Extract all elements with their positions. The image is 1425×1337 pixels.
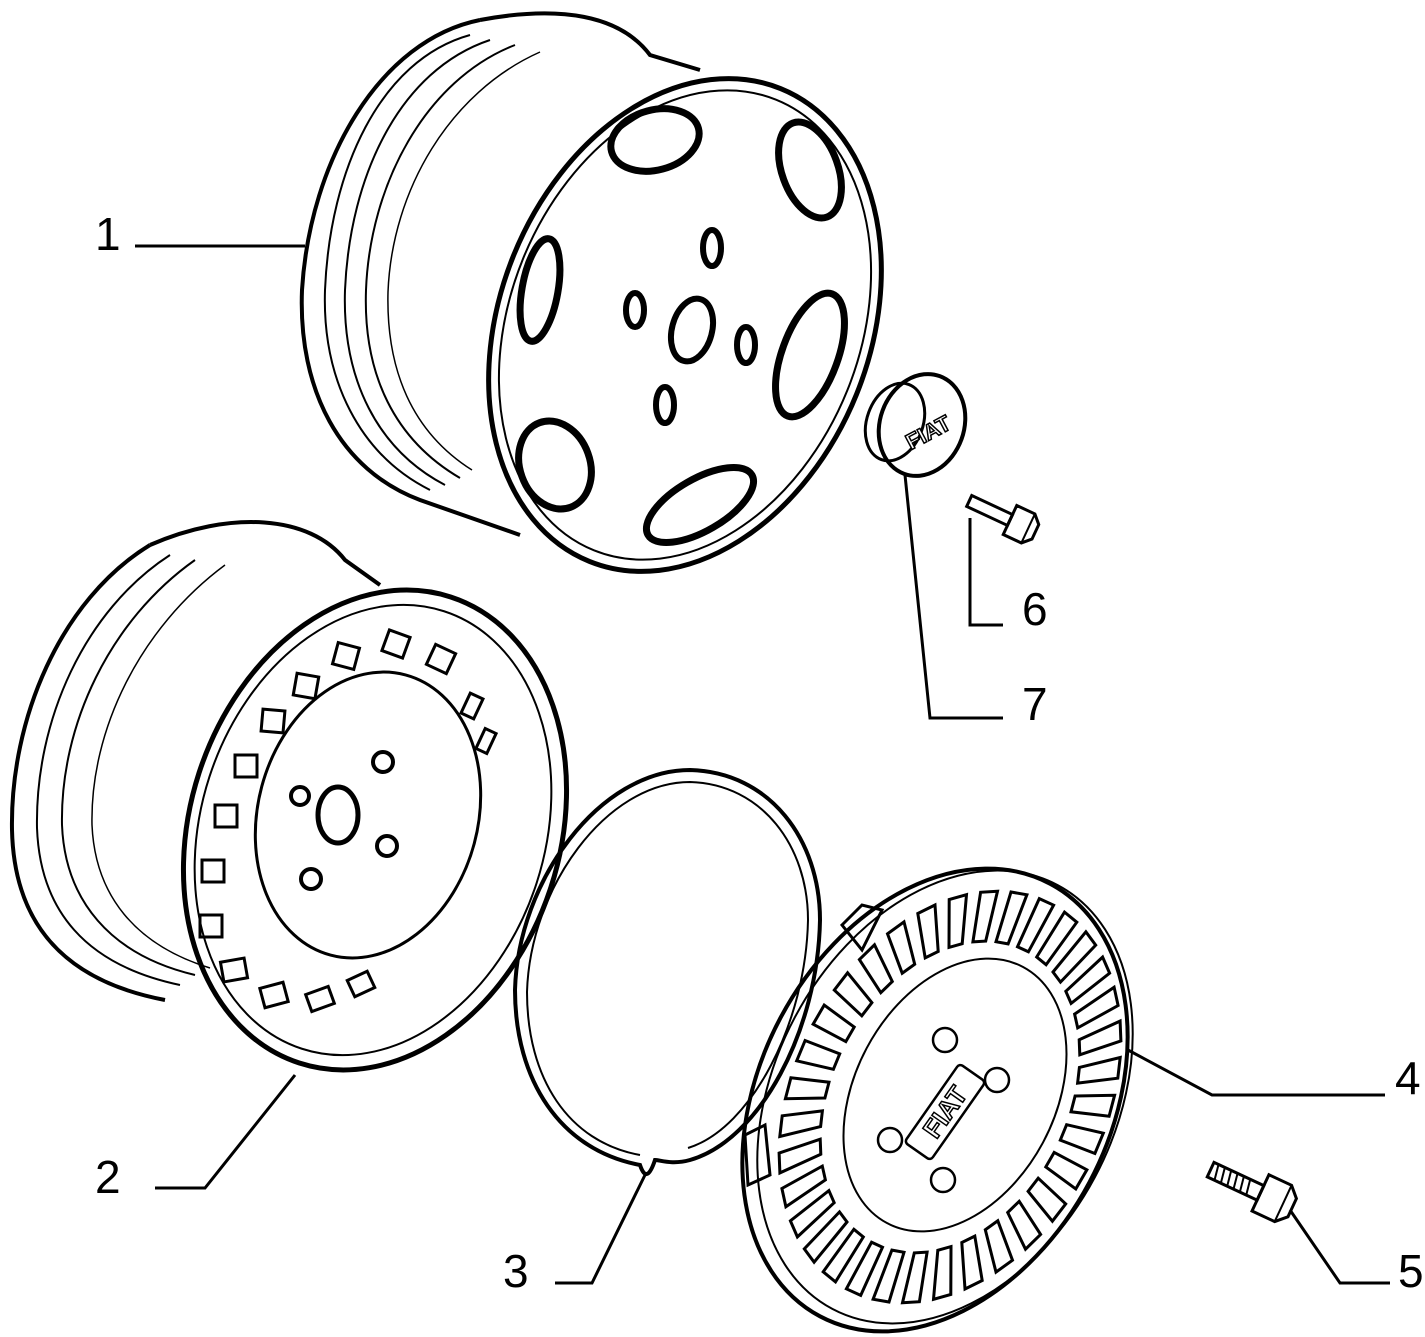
steel-wheel xyxy=(9,520,570,1073)
steel-wheel-rim-inner xyxy=(193,603,553,1057)
wheel-trim-edge xyxy=(756,869,1134,1325)
wheel-trim-vent xyxy=(802,1209,849,1265)
wheel-trim-vent xyxy=(1072,984,1120,1031)
bolt xyxy=(964,493,1041,545)
wheel-trim-vent xyxy=(780,1163,828,1210)
steel-wheel-barrel-top xyxy=(149,520,382,587)
wheel-trim-vent xyxy=(871,1248,906,1304)
retaining-ring-outer xyxy=(512,767,823,1176)
leader-4 xyxy=(1127,1048,1385,1097)
wheel-trim-logo-plate xyxy=(904,1063,986,1161)
callouts: 1 2 3 4 5 6 7 xyxy=(95,208,1424,1297)
wheel-trim-vent xyxy=(1005,1198,1043,1252)
bolt-shank xyxy=(964,493,1015,528)
leader-6 xyxy=(968,518,1003,627)
wheel-trim-vent xyxy=(983,1218,1015,1275)
wheel-trim-vent xyxy=(857,942,895,996)
wheel-trim-holes xyxy=(876,1026,1011,1194)
wheel-trim-vent xyxy=(832,970,874,1019)
alloy-wheel-barrel-line xyxy=(387,51,541,471)
steel-wheel-lug-holes xyxy=(289,750,399,891)
wheel-trim-vent xyxy=(777,1137,823,1176)
alloy-wheel-bolt-holes xyxy=(623,227,758,426)
callout-5: 5 xyxy=(1398,1245,1424,1297)
wheel-trim-vent xyxy=(1043,1150,1089,1192)
steel-wheel-barrel-line xyxy=(35,554,181,986)
steel-wheel-disc xyxy=(253,670,483,960)
alloy-wheel xyxy=(299,11,884,574)
wheel-trim-outer xyxy=(740,866,1130,1334)
wheel-trim-vent xyxy=(994,890,1029,946)
retaining-ring xyxy=(512,767,823,1176)
alloy-wheel-windows xyxy=(515,105,848,547)
alloy-wheel-back-rim xyxy=(299,18,521,537)
wheel-trim-vent xyxy=(1026,1175,1068,1224)
callout-6: 6 xyxy=(1022,583,1048,635)
wheel-trim-vent xyxy=(916,902,940,961)
alloy-wheel-barrel-line xyxy=(364,44,516,479)
leader-2 xyxy=(155,1074,297,1190)
wheel-trim-vent xyxy=(1069,1093,1117,1118)
leader-lines xyxy=(135,244,1390,1285)
steel-wheel-center-bore xyxy=(315,784,361,846)
wheel-trim-vent xyxy=(931,1244,953,1302)
wheel-trim-vents xyxy=(777,889,1123,1305)
wheel-trim-vent xyxy=(900,1250,929,1305)
wheel-trim-vent xyxy=(844,1240,885,1298)
wheel-bolt xyxy=(1205,1160,1299,1224)
steel-wheel-barrel-line xyxy=(60,559,196,976)
leader-3 xyxy=(555,1174,647,1285)
wheel-bolt-head xyxy=(1250,1172,1299,1224)
callout-4: 4 xyxy=(1395,1052,1421,1104)
wheel-trim-vent xyxy=(788,1188,837,1240)
alloy-wheel-center-bore xyxy=(667,295,717,365)
callout-2: 2 xyxy=(95,1151,121,1203)
wheel-trim-vent xyxy=(1077,1018,1123,1057)
wheel-trim: FIAT xyxy=(740,866,1134,1334)
leader-5 xyxy=(1288,1209,1390,1285)
wheel-trim-vent xyxy=(794,1038,842,1072)
steel-wheel-back-rim xyxy=(9,543,166,1002)
center-cap: FIAT xyxy=(863,372,968,478)
wheel-trim-clip xyxy=(839,903,885,953)
wheel-trim-vent xyxy=(885,919,917,976)
wheel-trim-vent xyxy=(821,1227,866,1285)
wheel-trim-vent xyxy=(971,889,1000,944)
retaining-ring-inner xyxy=(525,780,810,1156)
wheel-trim-vent xyxy=(783,1076,831,1101)
wheel-trim-clip xyxy=(743,1122,772,1188)
steel-wheel-barrel-line xyxy=(91,564,226,969)
callout-3: 3 xyxy=(503,1245,529,1297)
wheel-trim-vent xyxy=(778,1109,825,1139)
wheel-trim-vent xyxy=(1075,1055,1122,1085)
alloy-wheel-barrel-line xyxy=(323,34,471,491)
center-cap-base xyxy=(863,381,927,463)
leader-7 xyxy=(903,474,1003,720)
wheel-trim-vent xyxy=(1051,929,1098,985)
wheel-bolt-threads xyxy=(1213,1164,1252,1196)
alloy-wheel-barrel-line xyxy=(343,39,491,486)
center-cap-logo: FIAT xyxy=(902,410,956,455)
bolt-head xyxy=(1001,503,1041,545)
wheel-trim-vent xyxy=(1034,909,1079,967)
alloy-wheel-barrel-top xyxy=(479,11,701,72)
center-cap-face xyxy=(876,372,968,478)
alloy-wheel-rim-inner xyxy=(497,89,873,561)
steel-wheel-slots xyxy=(198,627,499,1014)
callout-1: 1 xyxy=(95,208,121,260)
wheel-trim-vent xyxy=(1058,1122,1106,1156)
steel-wheel-rim-outer xyxy=(180,587,570,1073)
wheel-trim-center xyxy=(842,957,1068,1233)
wheel-trim-vent xyxy=(960,1233,984,1292)
wheel-trim-vent xyxy=(811,1002,857,1044)
alloy-wheel-rim-outer xyxy=(486,76,884,574)
wheel-trim-vent xyxy=(1015,896,1056,954)
wheel-trim-vent xyxy=(947,892,969,950)
callout-7: 7 xyxy=(1022,678,1048,730)
wheel-trim-vent xyxy=(1063,954,1112,1006)
